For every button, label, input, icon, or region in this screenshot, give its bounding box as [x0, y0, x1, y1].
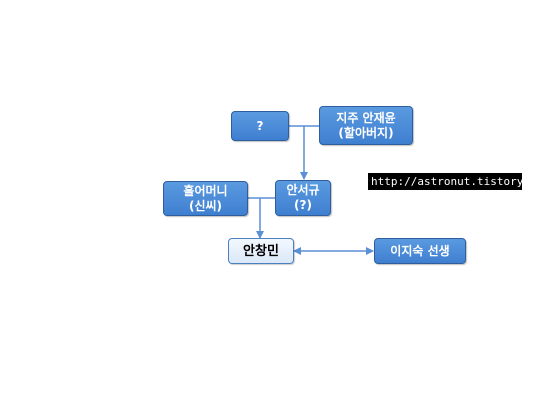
node-ahn-changmin-name: 안창민 [243, 243, 279, 259]
node-teacher: 이지숙 선생 [374, 238, 466, 264]
node-ahn-seogyu: 안서규 (?) [275, 180, 331, 216]
node-ahn-changmin: 안창민 [228, 238, 294, 264]
node-grandmother-relation: (신씨) [188, 198, 223, 213]
node-jiju-relation: (할아버지) [338, 125, 394, 140]
node-unknown: ? [231, 111, 289, 141]
node-ahn-seogyu-relation: (?) [294, 198, 312, 212]
watermark-url: http://astronut.tistory.com [368, 173, 550, 190]
node-grandmother-name: 흘어머니 [183, 183, 228, 198]
node-jiju-ahn-jaeyun: 지주 안재윤 (할아버지) [319, 106, 413, 145]
node-unknown-label: ? [256, 118, 264, 133]
node-jiju-name: 지주 안재윤 [336, 110, 396, 125]
node-grandmother: 흘어머니 (신씨) [163, 181, 248, 216]
node-teacher-name: 이지숙 선생 [390, 243, 450, 258]
node-ahn-seogyu-name: 안서규 [286, 183, 320, 197]
